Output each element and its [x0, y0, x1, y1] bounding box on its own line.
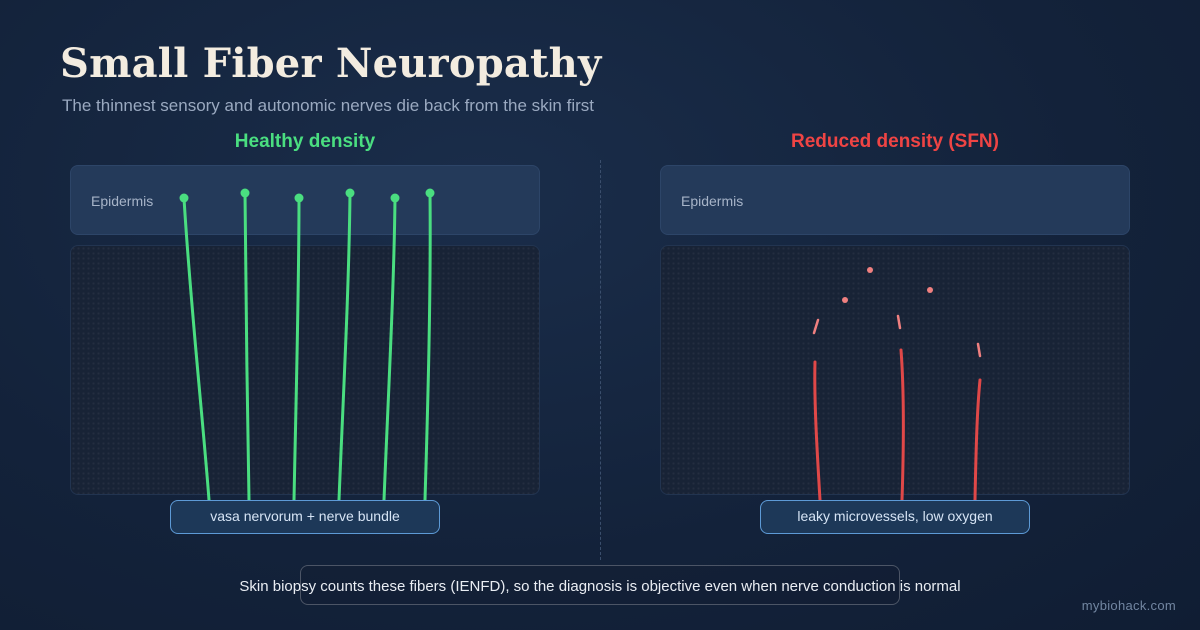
healthy-epidermis-layer: Epidermis — [70, 165, 540, 235]
page-title: Small Fiber Neuropathy — [60, 40, 602, 87]
footnote-box — [300, 565, 900, 605]
healthy-epidermis-label: Epidermis — [91, 193, 154, 209]
footnote-text: Skin biopsy counts these fibers (IENFD),… — [239, 578, 961, 595]
brand-watermark: mybiohack.com — [1081, 598, 1176, 613]
sfn-epidermis-label: Epidermis — [681, 193, 744, 209]
healthy-base-label: vasa nervorum + nerve bundle — [170, 500, 440, 534]
page-subtitle: The thinnest sensory and autonomic nerve… — [62, 96, 594, 115]
panel-divider — [600, 160, 601, 560]
sfn-epidermis-layer: Epidermis — [660, 165, 1130, 235]
sfn-dermis-layer — [660, 245, 1130, 495]
sfn-panel-label: Reduced density (SFN) — [791, 131, 999, 152]
sfn-base-label: leaky microvessels, low oxygen — [760, 500, 1030, 534]
healthy-dermis-layer — [70, 245, 540, 495]
healthy-panel-label: Healthy density — [234, 131, 376, 152]
